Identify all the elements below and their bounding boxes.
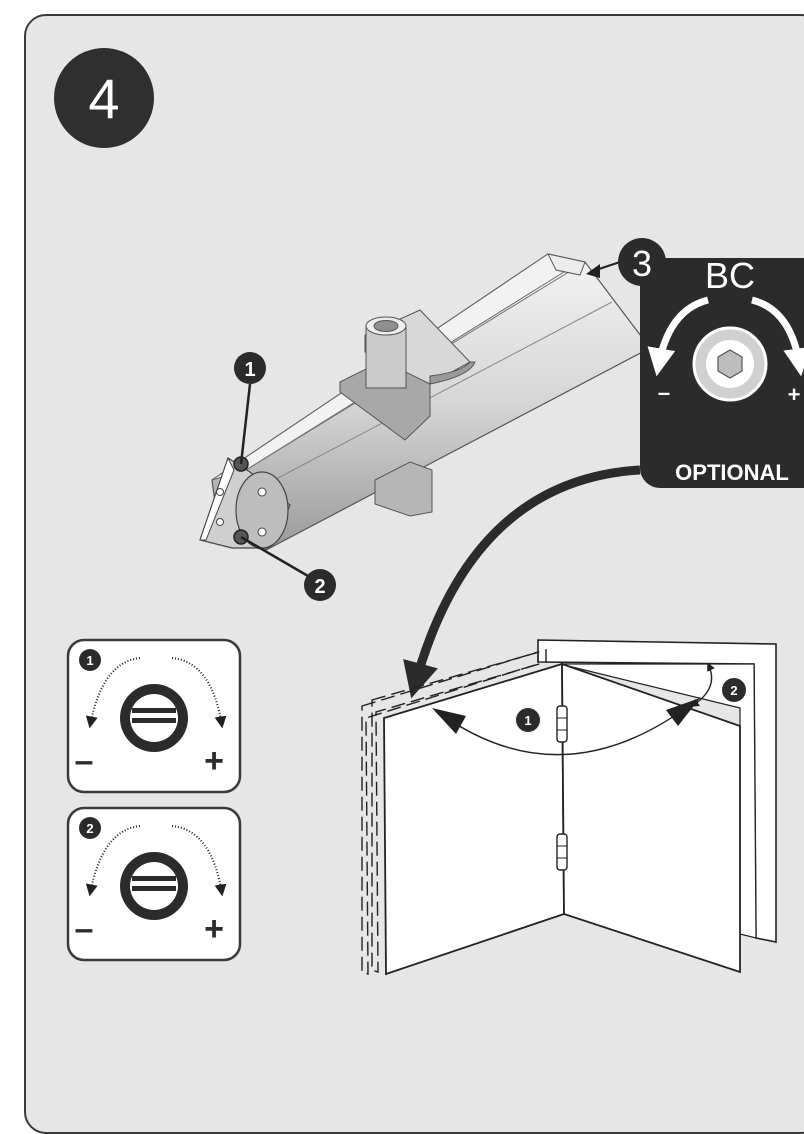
door-illustration: 1 2 [361, 639, 777, 976]
curved-arrow [403, 465, 641, 699]
angle-2-label: 2 [730, 683, 737, 698]
optional-label: OPTIONAL [675, 460, 789, 485]
adjust-2-plus: + [204, 910, 224, 948]
step-badge: 4 [54, 48, 154, 148]
adjust-2-minus: – [75, 910, 94, 948]
adjust-panel-2: 2 – + [66, 806, 242, 962]
bc-minus: – [658, 380, 670, 405]
adjust-1-plus: + [204, 742, 224, 780]
adjust-1-number: 1 [86, 653, 93, 668]
bc-code: BC [705, 255, 755, 296]
callout-screw-2: 2 [240, 535, 336, 601]
bc-step-number: 3 [632, 243, 652, 284]
adjust-panel-1: 1 – + [66, 638, 242, 794]
callout-1-label: 1 [244, 359, 255, 381]
callout-screw-1: 1 [234, 352, 266, 465]
adjust-1-minus: – [75, 742, 94, 780]
adjust-2-number: 2 [86, 821, 93, 836]
callout-2-label: 2 [314, 576, 325, 598]
angle-1-label: 1 [524, 713, 531, 728]
bc-plus: + [788, 382, 801, 407]
optional-bc-panel: 3 BC – + OPTIONAL [586, 238, 804, 488]
step-number: 4 [88, 67, 119, 130]
door-closer-body [199, 253, 651, 551]
